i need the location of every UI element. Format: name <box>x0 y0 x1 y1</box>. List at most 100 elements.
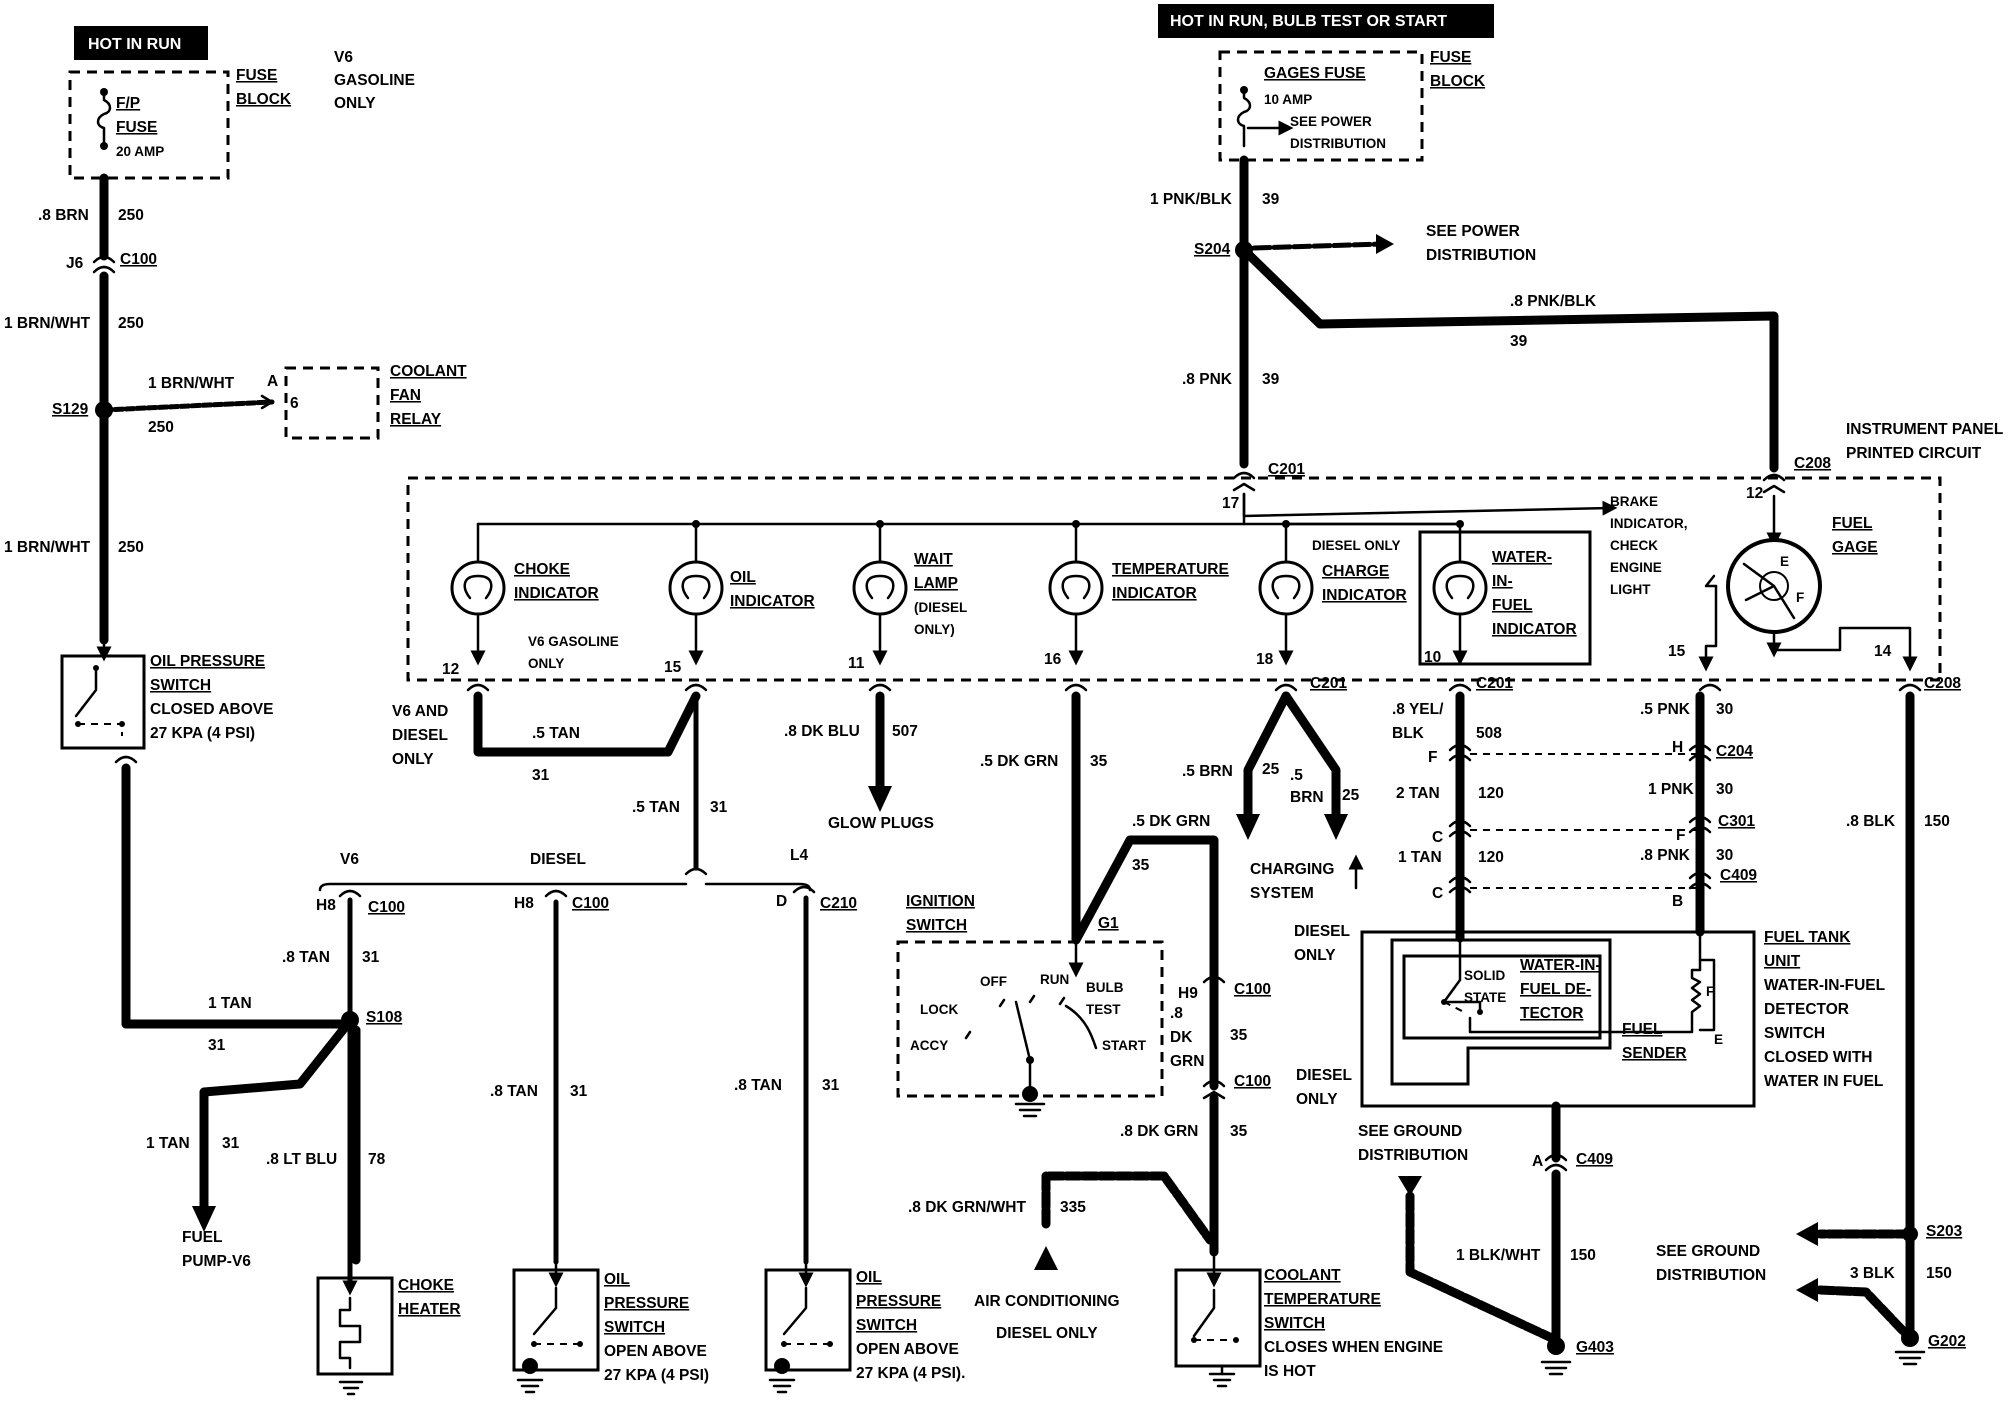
label-mid-w4-num: 35 <box>1230 1123 1248 1140</box>
label-left-circuit-relay-wire-size: 1 BRN/WHT <box>148 375 235 392</box>
label-panel-wait3: (DIESEL <box>914 600 967 615</box>
label-left-circuit-relay-pin-a: A <box>267 373 278 390</box>
label-right-lower-ft6: CLOSED WITH <box>1764 1049 1873 1066</box>
label-left-circuit-ops1: OIL PRESSURE <box>150 653 265 670</box>
label-mid-w5-num: 335 <box>1060 1199 1086 1216</box>
label-right-lower-h: H <box>1672 739 1683 756</box>
charging-system-circuit: .5 BRN 25 .5 BRN 25 CHARGING SYSTEM DIES… <box>1182 691 1364 1108</box>
label-notes-v6-line1: V6 <box>334 49 353 66</box>
label-right-top-w3-num: 39 <box>1262 371 1280 388</box>
label-left-circuit-ops3: CLOSED ABOVE <box>150 701 273 718</box>
temperature-indicator-lamp: TEMPERATURE INDICATOR <box>1048 522 1229 666</box>
label-mid-lock: LOCK <box>920 1002 958 1017</box>
label-panel-wif2: IN- <box>1492 573 1513 590</box>
label-right-lower-p8-size: .8 PNK <box>1640 847 1691 864</box>
label-lower-left-w6-size: .8 LT BLU <box>266 1151 337 1168</box>
label-panel-brake5: LIGHT <box>1610 582 1651 597</box>
label-mid-bulb: BULB <box>1086 980 1124 995</box>
label-mid-b1-num: 25 <box>1262 761 1280 778</box>
label-left-circuit-relay1: COOLANT <box>390 363 467 380</box>
water-in-fuel-circuit: .8 YEL/ BLK 508 F 2 TAN 120 C 1 TAN 120 … <box>1392 691 1700 943</box>
choke-indicator-lamp: CHOKE INDICATOR <box>450 522 599 666</box>
label-panel-wif1: WATER- <box>1492 549 1552 566</box>
label-right-lower-ft5: SWITCH <box>1764 1025 1825 1042</box>
label-right-lower-p1-size: 1 PNK <box>1648 781 1694 798</box>
label-left-circuit-relay3: RELAY <box>390 411 442 428</box>
label-right-lower-t2-num: 120 <box>1478 785 1504 802</box>
label-lower-left-w8-size: .8 TAN <box>734 1077 782 1094</box>
label-panel-wait1: WAIT <box>914 551 953 568</box>
label-right-lower-t1-num: 120 <box>1478 849 1504 866</box>
label-mid-g1: G1 <box>1098 915 1119 932</box>
label-mid-ig2: SWITCH <box>906 917 967 934</box>
label-lower-left-w7-size: .8 TAN <box>490 1083 538 1100</box>
label-lower-left-w6-num: 78 <box>368 1151 386 1168</box>
label-fuse-left-block2: BLOCK <box>236 91 292 108</box>
label-lower-left-w2-num: 31 <box>710 799 728 816</box>
label-mid-do3: DIESEL <box>1296 1067 1352 1084</box>
fuse-block-left: F/P FUSE 20 AMP FUSE BLOCK <box>68 67 292 180</box>
label-right-top-ip1: INSTRUMENT PANEL <box>1846 421 2003 438</box>
label-mid-start: START <box>1102 1038 1147 1053</box>
ignition-switch: IGNITION SWITCH OFF RUN BULB TEST LOCK A… <box>896 893 1164 1118</box>
label-right-lower-p8-num: 30 <box>1716 847 1733 864</box>
label-notes-v6-line2: GASOLINE <box>334 72 415 89</box>
label-panel-p11: 11 <box>848 655 865 672</box>
label-panel-wif3: FUEL <box>1492 597 1532 614</box>
label-right-lower-sgd4: DISTRIBUTION <box>1656 1267 1766 1284</box>
label-right-lower-c204: C204 <box>1716 743 1753 760</box>
label-right-lower-blk-num: 150 <box>1924 813 1950 830</box>
label-mid-w3c: GRN <box>1170 1053 1204 1070</box>
label-left-circuit-relay-wire-num: 250 <box>148 419 174 436</box>
label-mid-ac1: AIR CONDITIONING <box>974 1293 1120 1310</box>
label-panel-brake4: ENGINE <box>1610 560 1662 575</box>
brake-indicator-note: BRAKE INDICATOR, CHECK ENGINE LIGHT <box>1610 494 1688 597</box>
label-mid-b1-size: .5 BRN <box>1182 763 1233 780</box>
label-right-lower-b3-size: 3 BLK <box>1850 1265 1896 1282</box>
label-right-top-pin17: 17 <box>1222 495 1239 512</box>
label-fuse-right-rating: 10 AMP <box>1264 92 1312 107</box>
label-mid-ct3: SWITCH <box>1264 1315 1325 1332</box>
label-fuse-left-name1: F/P <box>116 95 140 112</box>
label-lower-left-op2: PRESSURE <box>604 1295 689 1312</box>
label-panel-oil1: OIL <box>730 569 756 586</box>
label-lower-left-l4: L4 <box>790 847 808 864</box>
label-panel-wait2: LAMP <box>914 575 958 592</box>
label-fuse-right-block1: FUSE <box>1430 49 1471 66</box>
label-lower-left-c210: C210 <box>820 895 857 912</box>
label-lower-left-op5: 27 KPA (4 PSI) <box>604 1367 709 1384</box>
instrument-panel-printed-circuit: CHOKE INDICATOR OIL INDICATOR WAIT LAMP … <box>406 476 1942 682</box>
label-mid-do4: ONLY <box>1296 1091 1338 1108</box>
fuel-gage-ground-circuit: .8 BLK 150 S203 SEE GROUND DISTRIBUTION … <box>1656 691 1966 1366</box>
label-lower-left-w1-size: .5 TAN <box>532 725 580 742</box>
label-right-lower-sgd2: DISTRIBUTION <box>1358 1147 1468 1164</box>
label-mid-b2-b: BRN <box>1290 789 1324 806</box>
label-right-top-spd1: SEE POWER <box>1426 223 1520 240</box>
label-right-top-w3-size: .8 PNK <box>1182 371 1233 388</box>
label-mid-w3-num: 35 <box>1230 1027 1248 1044</box>
header-hot-in-run: HOT IN RUN <box>74 26 208 60</box>
label-lower-left-ch1: CHOKE <box>398 1277 454 1294</box>
label-panel-p10: 10 <box>1424 649 1441 666</box>
label-fuse-left-name2: FUSE <box>116 119 157 136</box>
label-right-lower-solid2: STATE <box>1464 990 1506 1005</box>
label-panel-charge2: INDICATOR <box>1322 587 1407 604</box>
label-mid-glow: GLOW PLUGS <box>828 815 934 832</box>
label-right-top-s204: S204 <box>1194 241 1231 258</box>
label-mid-off: OFF <box>980 974 1007 989</box>
label-mid-cs1: CHARGING <box>1250 861 1334 878</box>
label-lower-left-v6: V6 <box>340 851 359 868</box>
label-lower-left-w4-size: 1 TAN <box>208 995 252 1012</box>
label-left-circuit-w3-num: 250 <box>118 539 144 556</box>
label-right-lower-c301: C301 <box>1718 813 1755 830</box>
label-panel-temp2: INDICATOR <box>1112 585 1197 602</box>
label-panel-brake1: BRAKE <box>1610 494 1658 509</box>
label-lower-left-c100a: C100 <box>368 899 405 916</box>
v6-fuel-pump-choke-circuit: .8 TAN 31 1 TAN 31 S108 1 TAN 31 FUEL PU… <box>146 897 403 1283</box>
label-fuse-right-block2: BLOCK <box>1430 73 1486 90</box>
label-right-top-c208: C208 <box>1794 455 1831 472</box>
label-lower-left-w3-size: .8 TAN <box>282 949 330 966</box>
label-right-top-pin12: 12 <box>1746 485 1763 502</box>
label-panel-wif4: INDICATOR <box>1492 621 1577 638</box>
label-lower-left-vd3: ONLY <box>392 751 434 768</box>
